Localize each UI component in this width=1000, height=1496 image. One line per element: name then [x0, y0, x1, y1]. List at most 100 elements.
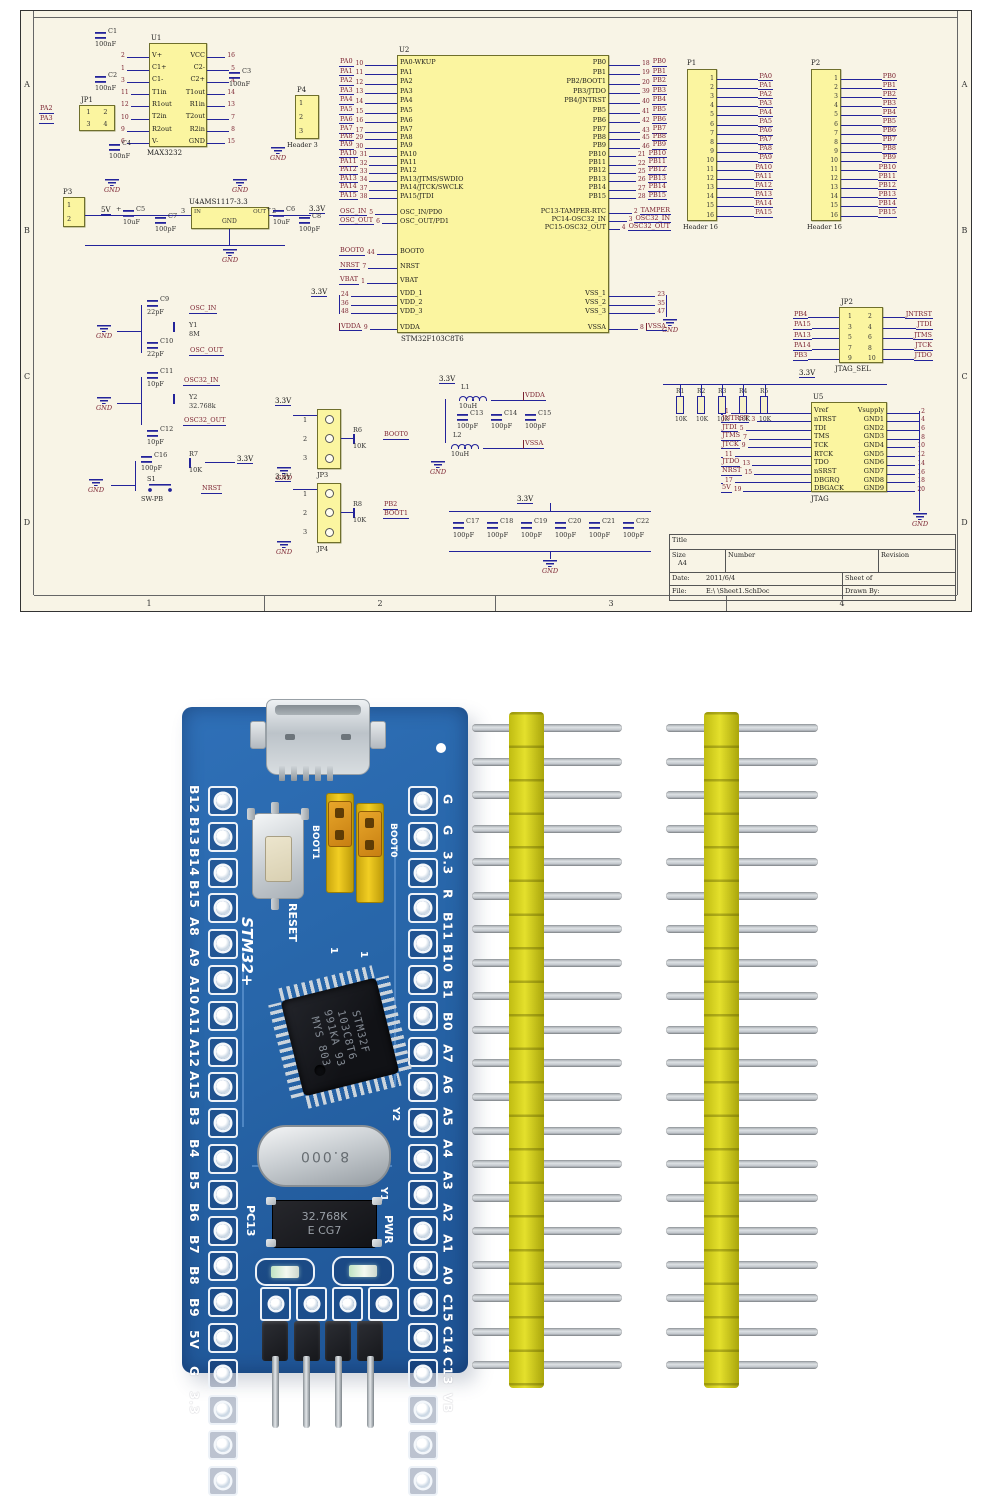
pin-number: 1: [303, 416, 308, 425]
pin-number: 48: [341, 308, 349, 316]
pin-name: OUT: [253, 209, 266, 215]
frame-row-letter: D: [23, 517, 31, 527]
pin-row: PB9: [489, 141, 606, 149]
power-label-3v3: 3.3V: [799, 369, 816, 378]
wire: [609, 172, 636, 174]
pin-number: 3: [181, 207, 186, 215]
pin-name: PB11: [588, 158, 606, 167]
gnd-symbol: GND: [265, 147, 291, 162]
pin-row: PA7: [400, 124, 505, 134]
pin-number: 1: [299, 99, 304, 107]
net-label: PA3: [39, 114, 54, 124]
pin-number: 2: [303, 434, 308, 443]
pin-label: A11: [187, 1007, 202, 1036]
frame-row-letter: B: [961, 225, 968, 235]
solder-pad: [408, 1466, 438, 1496]
wire: [883, 348, 915, 350]
solder-joint: [266, 1197, 276, 1205]
net-label: PA1: [339, 66, 354, 77]
pin-number: 11: [121, 89, 129, 97]
net-label: PA0: [758, 71, 773, 82]
pin-row: 10: [812, 155, 840, 164]
header-pin: [666, 757, 818, 766]
pin-row: 6: [887, 423, 927, 432]
gnd-symbol-icon: [277, 541, 291, 548]
silk-pin-box: [368, 1287, 399, 1321]
capacitor-symbol: [487, 522, 498, 529]
pin-number: 4: [103, 120, 108, 128]
pin-row: PB4: [793, 309, 839, 320]
wire: [483, 448, 523, 449]
pin-row: 17: [721, 476, 811, 485]
crystal-marking: 8.000: [298, 1148, 350, 1164]
wire: [130, 94, 149, 96]
polarity-plus: +: [266, 205, 272, 213]
p1-ref: P1: [687, 59, 697, 67]
header-pin: [472, 1126, 622, 1135]
jumper-pin1-mark: 1: [328, 947, 339, 954]
pin-number: 3: [628, 216, 633, 223]
pin-header-strip-1-pins: [472, 724, 622, 1370]
net-label: PA7: [758, 135, 773, 145]
wire: [369, 156, 397, 158]
pin-row: PA7: [717, 136, 773, 145]
net-label: PB12: [647, 165, 667, 175]
pin-number: 1: [121, 64, 125, 72]
pin-name: DBGRQ: [814, 475, 840, 484]
gnd-symbol: GND: [657, 319, 683, 334]
header-pin: [367, 1356, 374, 1428]
net-label: PA3: [758, 98, 773, 109]
pin-number: 1: [710, 75, 714, 83]
pcb-trace: [242, 947, 244, 1127]
solder-pad: [208, 1215, 238, 1246]
pin-row: PA13: [717, 190, 773, 200]
pin-row: PA0: [717, 71, 773, 82]
net-label: [721, 483, 723, 485]
cap-ref: C14: [504, 409, 518, 417]
pin-number: 5: [369, 209, 374, 216]
pin-row: T2in: [152, 108, 178, 120]
net-label: PA5: [339, 105, 354, 115]
wire: [722, 384, 723, 396]
through-hole: [216, 829, 230, 844]
pin-row: 6: [866, 331, 880, 341]
pin-row: 3: [812, 91, 840, 100]
wire: [883, 327, 917, 329]
cap-value: 100pF: [623, 531, 645, 539]
net-label: PA13: [793, 330, 812, 341]
pin-number: 1: [303, 490, 308, 499]
pin-row: VSS_3: [489, 307, 606, 316]
pin-name: GND: [222, 218, 237, 225]
capacitor-symbol: [299, 217, 310, 224]
crystal-marking-line: 32.768K: [301, 1210, 348, 1223]
wire: [734, 482, 811, 484]
pin-name: PC15-OSC32_OUT: [544, 222, 606, 231]
pin-label: A2: [440, 1202, 456, 1223]
solder-joint: [266, 1239, 276, 1247]
through-hole: [416, 829, 430, 844]
u5-ref: U5: [813, 393, 824, 401]
wire: [207, 118, 230, 120]
pin-number: 8: [231, 126, 235, 134]
ic-u1-max3232: [149, 43, 207, 147]
pin-row: PB0: [489, 57, 606, 67]
pin-number: 13: [742, 459, 751, 467]
pin-name: C2-: [193, 63, 205, 72]
through-hole: [416, 1151, 430, 1166]
pin-row: 12: [688, 173, 716, 182]
net-label: PB3: [881, 98, 897, 109]
pin-row: 13: [688, 182, 716, 191]
pin-name: PA10: [400, 149, 417, 158]
gnd-symbol-icon: [663, 319, 677, 326]
pin-row: 3: [119, 72, 149, 84]
wire: [609, 198, 636, 200]
